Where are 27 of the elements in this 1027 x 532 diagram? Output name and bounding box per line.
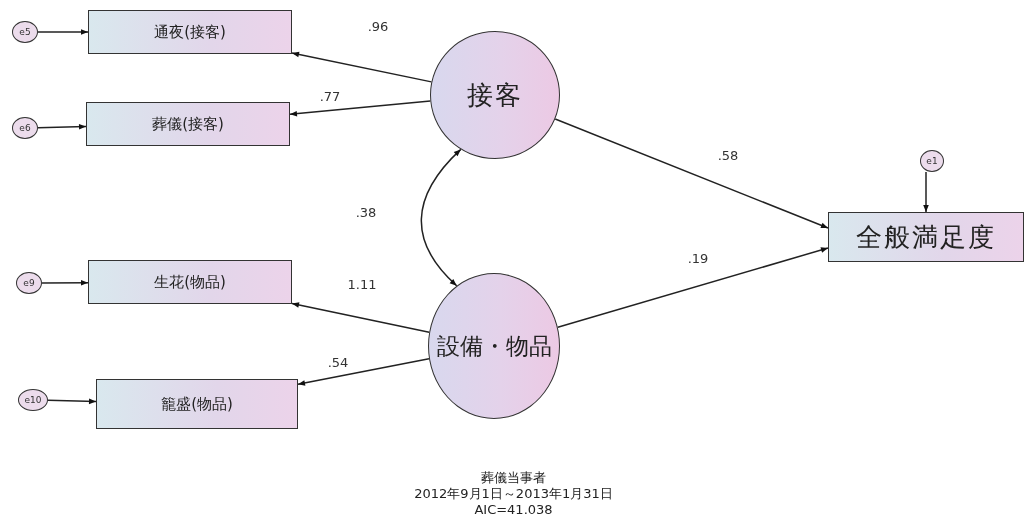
observed-variable-box: 葬儀(接客) (86, 102, 290, 146)
path-arrow (289, 100, 432, 117)
path-arrow (291, 302, 430, 334)
path-arrow (554, 118, 829, 229)
path-arrow (37, 123, 87, 130)
caption-text: 葬儀当事者 (481, 470, 546, 486)
path-arrow (291, 51, 433, 83)
path-arrow (37, 29, 89, 35)
path-arrow (557, 247, 829, 329)
latent-variable-ellipse: 設備・物品 (428, 273, 560, 419)
caption-text: 2012年9月1日～2013年1月31日 (414, 486, 613, 502)
observed-variable-box: 籠盛(物品) (96, 379, 298, 429)
error-term-circle: e6 (12, 117, 38, 139)
path-arrow (420, 148, 462, 287)
path-arrow (923, 171, 929, 213)
error-term-circle: e5 (12, 21, 38, 43)
path-arrow (41, 279, 89, 286)
path-arrow (297, 357, 430, 386)
observed-variable-box: 生花(物品) (88, 260, 292, 304)
observed-variable-box: 通夜(接客) (88, 10, 292, 54)
caption-text: AIC=41.038 (474, 502, 553, 518)
path-arrow (47, 398, 97, 405)
latent-variable-ellipse: 接客 (430, 31, 560, 159)
error-term-circle: e10 (18, 389, 48, 411)
error-term-circle: e1 (920, 150, 944, 172)
error-term-circle: e9 (16, 272, 42, 294)
observed-variable-box: 全般満足度 (828, 212, 1024, 262)
